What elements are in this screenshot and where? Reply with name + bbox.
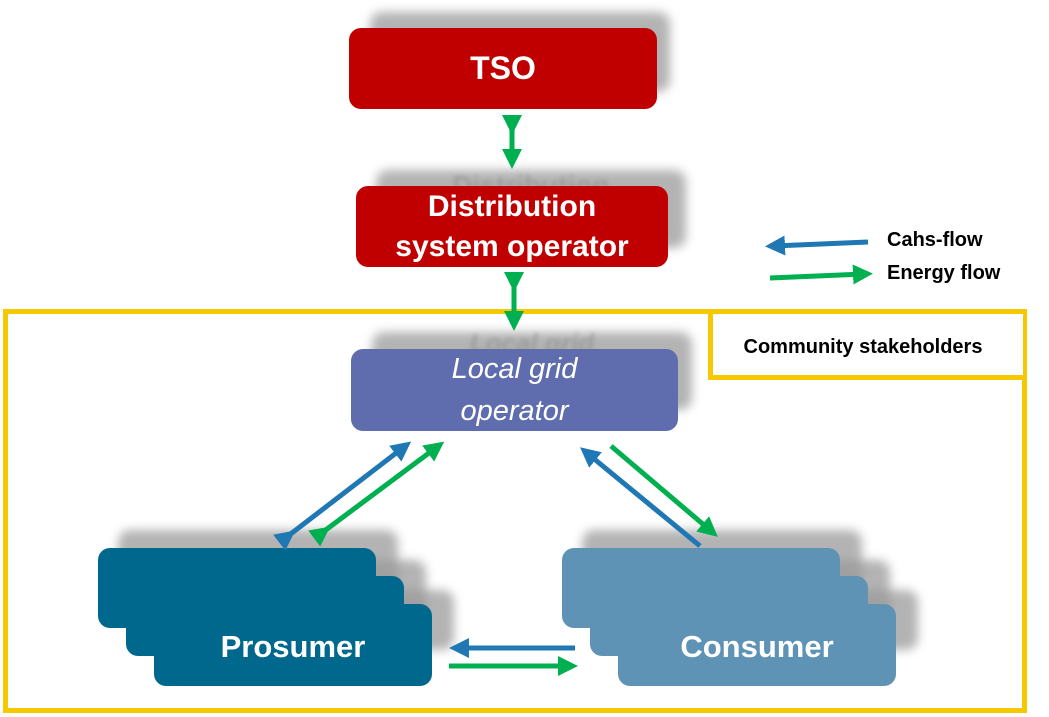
consumer-lgo-cash-arrow	[580, 447, 702, 548]
community-label: Community stakeholders	[716, 322, 1010, 372]
consumer-box: Consumer	[618, 604, 896, 686]
legend-energy-arrow	[769, 264, 873, 285]
tso-label: TSO	[470, 50, 536, 86]
consumer-label: Consumer	[680, 629, 834, 664]
prosumer-lgo-cash-arrow	[273, 441, 412, 551]
lgo-consumer-energy-arrow	[609, 444, 718, 537]
dso-label-line1: Distribution	[427, 189, 597, 223]
prosumer-label: Prosumer	[220, 629, 366, 664]
legend-energy-label: Energy flow	[887, 262, 1001, 284]
prosumer-box: Prosumer	[154, 604, 432, 686]
legend-cash-label: Cahs-flow	[887, 229, 983, 251]
lgo-label-line1: Local grid	[451, 353, 578, 385]
lgo-label-line2: operator	[460, 395, 569, 427]
dso-box: Distribution system operator	[356, 186, 668, 267]
dso-label-line2: system operator	[395, 229, 629, 263]
tso-box: TSO	[349, 28, 657, 109]
prosumer-lgo-energy-arrow	[308, 441, 445, 547]
local-grid-operator-box: Local grid operator	[351, 349, 678, 431]
legend-cash-arrow	[765, 235, 869, 256]
